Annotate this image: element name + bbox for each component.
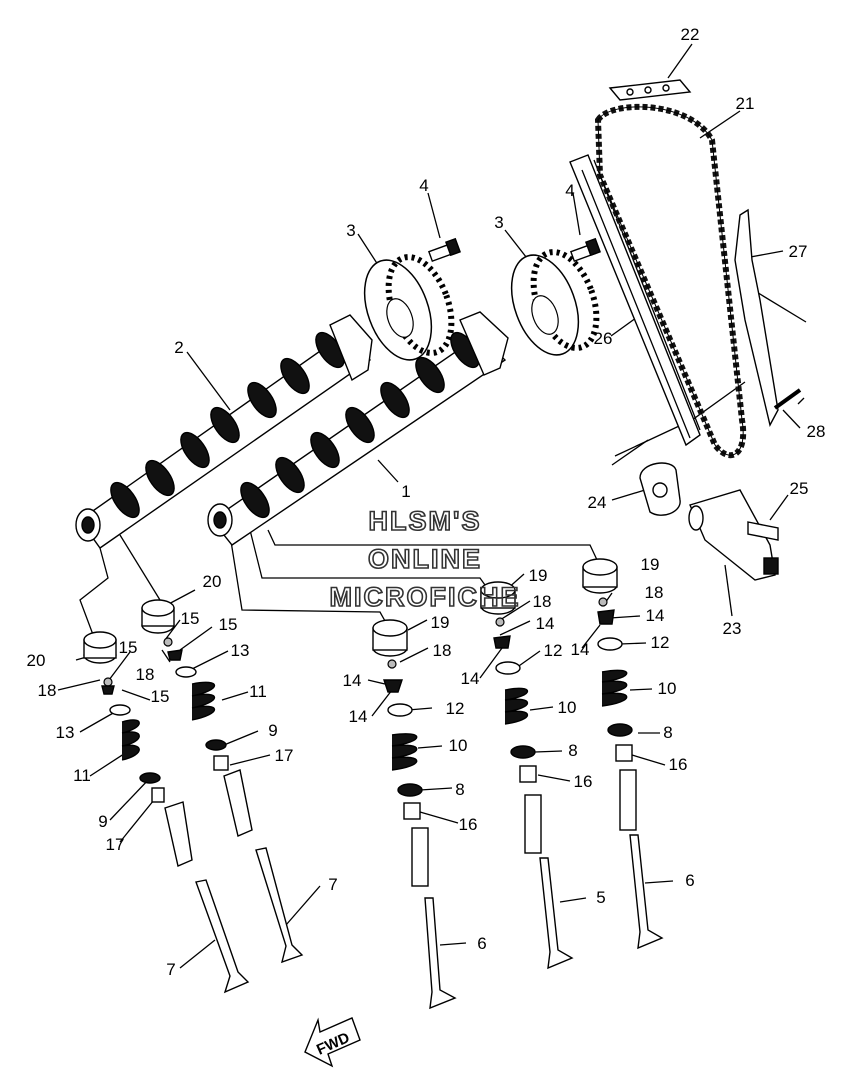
- callout-c12a: 12: [446, 699, 465, 718]
- callout-c8c: 8: [663, 723, 672, 742]
- callout-c3b: 3: [494, 213, 503, 232]
- bolt-4-right: [569, 237, 601, 263]
- callout-c21: 21: [736, 94, 755, 113]
- callout-c14d: 14: [461, 669, 480, 688]
- bolt-4-left: [427, 237, 461, 263]
- callout-c9b: 9: [268, 721, 277, 740]
- callout-c14a: 14: [343, 671, 362, 690]
- callout-c14f: 14: [571, 640, 590, 659]
- cam-sprocket-3-left: [363, 254, 455, 361]
- fwd-arrow: FWD: [304, 1017, 361, 1068]
- exhaust-camshaft-2: [75, 314, 373, 549]
- callout-c15b: 15: [151, 687, 170, 706]
- callout-c17b: 17: [275, 746, 294, 765]
- callout-c9a: 9: [98, 812, 107, 831]
- callout-c20a: 20: [27, 651, 46, 670]
- callout-c10a: 10: [449, 736, 468, 755]
- callout-c15c: 15: [181, 609, 200, 628]
- callout-c10c: 10: [658, 679, 677, 698]
- callout-c14c: 14: [536, 614, 555, 633]
- callout-c14b: 14: [349, 707, 368, 726]
- callout-c11b: 11: [249, 682, 267, 701]
- watermark-line-1: HLSM'S: [369, 506, 482, 536]
- callout-c19c: 19: [641, 555, 660, 574]
- callout-c20b: 20: [203, 572, 222, 591]
- callout-c18c: 18: [433, 641, 452, 660]
- callout-c11a: 11: [73, 766, 91, 785]
- callout-c6b: 6: [685, 871, 694, 890]
- callout-c10b: 10: [558, 698, 577, 717]
- callout-c24: 24: [588, 493, 607, 512]
- valve-stack-exhaust-left: [83, 631, 250, 994]
- chain-guide-26: [569, 154, 701, 447]
- callout-c19a: 19: [431, 613, 450, 632]
- pin-28: [773, 388, 802, 410]
- bolt-25: [747, 521, 779, 541]
- callout-c8a: 8: [455, 780, 464, 799]
- watermark-line-2: ONLINE: [368, 544, 482, 574]
- callout-c4b: 4: [565, 181, 574, 200]
- callout-c7b: 7: [166, 960, 175, 979]
- callout-c18b: 18: [136, 665, 155, 684]
- callout-c16b: 16: [574, 772, 593, 791]
- callout-c14e: 14: [646, 606, 665, 625]
- callout-c2: 2: [174, 338, 183, 357]
- cam-chain-tensioner-23: [688, 489, 779, 581]
- valve-stack-intake-3: [582, 558, 664, 950]
- intake-camshaft-1: [207, 311, 509, 546]
- watermark: HLSM'S ONLINE MICROFICHE: [329, 505, 521, 613]
- callout-c23: 23: [723, 619, 742, 638]
- watermark-line-3: MICROFICHE: [330, 582, 521, 612]
- callout-c8b: 8: [568, 741, 577, 760]
- callout-c16c: 16: [669, 755, 688, 774]
- callout-c13a: 13: [56, 723, 75, 742]
- timing-chain-21: [594, 103, 747, 459]
- chain-guide-22: [608, 79, 692, 101]
- tensioner-guide-27: [734, 208, 779, 427]
- gasket-24: [639, 462, 681, 516]
- callout-c4a: 4: [419, 176, 428, 195]
- callout-c13b: 13: [231, 641, 250, 660]
- callout-c18e: 18: [645, 583, 664, 602]
- callout-c12c: 12: [651, 633, 670, 652]
- callout-c6a: 6: [477, 934, 486, 953]
- callout-c28: 28: [807, 422, 826, 441]
- callout-c3a: 3: [346, 221, 355, 240]
- callout-c16a: 16: [459, 815, 478, 834]
- callout-c27: 27: [789, 242, 808, 261]
- callout-c5: 5: [596, 888, 605, 907]
- callout-c22: 22: [681, 25, 700, 44]
- callout-c18d: 18: [533, 592, 552, 611]
- callout-c18a: 18: [38, 681, 57, 700]
- callout-c7a: 7: [328, 875, 337, 894]
- callout-c1: 1: [401, 482, 410, 501]
- callout-c19b: 19: [529, 566, 548, 585]
- valve-stack-exhaust-right: [141, 599, 304, 964]
- callout-c15d: 15: [219, 615, 238, 634]
- callout-c15a: 15: [119, 638, 138, 657]
- callout-c17a: 17: [106, 835, 125, 854]
- valve-stack-intake-1: [372, 619, 457, 1010]
- callout-c25: 25: [790, 479, 809, 498]
- callout-c12b: 12: [544, 641, 563, 660]
- valve-stack-intake-2: [480, 581, 574, 970]
- callout-c26: 26: [594, 329, 613, 348]
- cam-sprocket-3-right: [510, 249, 600, 356]
